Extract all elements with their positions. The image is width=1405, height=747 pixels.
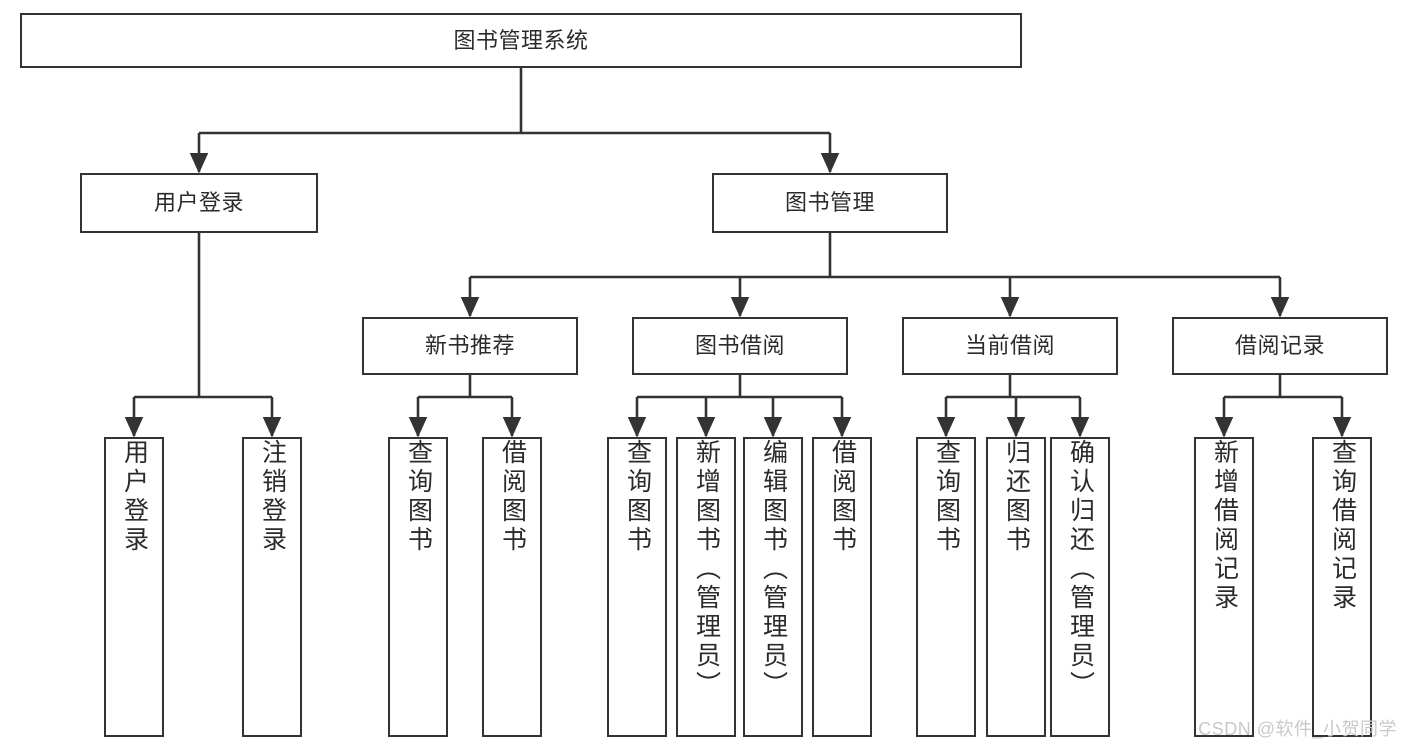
node-new-book-recommend[interactable]: 新书推荐	[362, 317, 578, 375]
node-label: 查询借阅记录	[1328, 439, 1357, 613]
node-label: 新书推荐	[424, 333, 515, 359]
node-label: 新增图书（管理员）	[692, 439, 721, 700]
node-label: 用户登录	[153, 190, 244, 216]
node-label: 查询图书	[404, 439, 433, 555]
node-borrow-record[interactable]: 借阅记录	[1172, 317, 1388, 375]
node-book-manage[interactable]: 图书管理	[712, 173, 948, 233]
node-label: 确认归还（管理员）	[1066, 439, 1095, 700]
node-label: 归还图书	[1002, 439, 1031, 555]
node-label: 图书管理系统	[453, 27, 589, 53]
node-label: 图书管理	[784, 190, 875, 216]
watermark-text: CSDN @软件_小贺同学	[1198, 719, 1397, 739]
node-leaf-user-login[interactable]: 用户登录	[104, 437, 164, 737]
node-label: 新增借阅记录	[1210, 439, 1239, 613]
node-leaf-query-book-current[interactable]: 查询图书	[916, 437, 976, 737]
node-label: 编辑图书（管理员）	[759, 439, 788, 700]
node-leaf-query-book-borrow[interactable]: 查询图书	[607, 437, 667, 737]
node-user-login[interactable]: 用户登录	[80, 173, 318, 233]
node-book-borrow[interactable]: 图书借阅	[632, 317, 848, 375]
node-leaf-user-logout[interactable]: 注销登录	[242, 437, 302, 737]
node-leaf-query-book-rec[interactable]: 查询图书	[388, 437, 448, 737]
node-label: 当前借阅	[964, 333, 1055, 359]
node-label: 注销登录	[258, 439, 287, 555]
node-label: 借阅记录	[1234, 333, 1325, 359]
node-current-borrow[interactable]: 当前借阅	[902, 317, 1118, 375]
node-leaf-add-record[interactable]: 新增借阅记录	[1194, 437, 1254, 737]
node-leaf-return-book[interactable]: 归还图书	[986, 437, 1046, 737]
node-label: 图书借阅	[694, 333, 785, 359]
node-leaf-edit-book[interactable]: 编辑图书（管理员）	[743, 437, 803, 737]
node-leaf-query-record[interactable]: 查询借阅记录	[1312, 437, 1372, 737]
node-label: 查询图书	[932, 439, 961, 555]
node-label: 用户登录	[120, 439, 149, 555]
node-label: 查询图书	[623, 439, 652, 555]
node-leaf-add-book[interactable]: 新增图书（管理员）	[676, 437, 736, 737]
node-root[interactable]: 图书管理系统	[20, 13, 1022, 68]
node-label: 借阅图书	[498, 439, 527, 555]
node-leaf-confirm-return[interactable]: 确认归还（管理员）	[1050, 437, 1110, 737]
node-leaf-borrow-book-rec[interactable]: 借阅图书	[482, 437, 542, 737]
node-leaf-borrow-book[interactable]: 借阅图书	[812, 437, 872, 737]
node-label: 借阅图书	[828, 439, 857, 555]
